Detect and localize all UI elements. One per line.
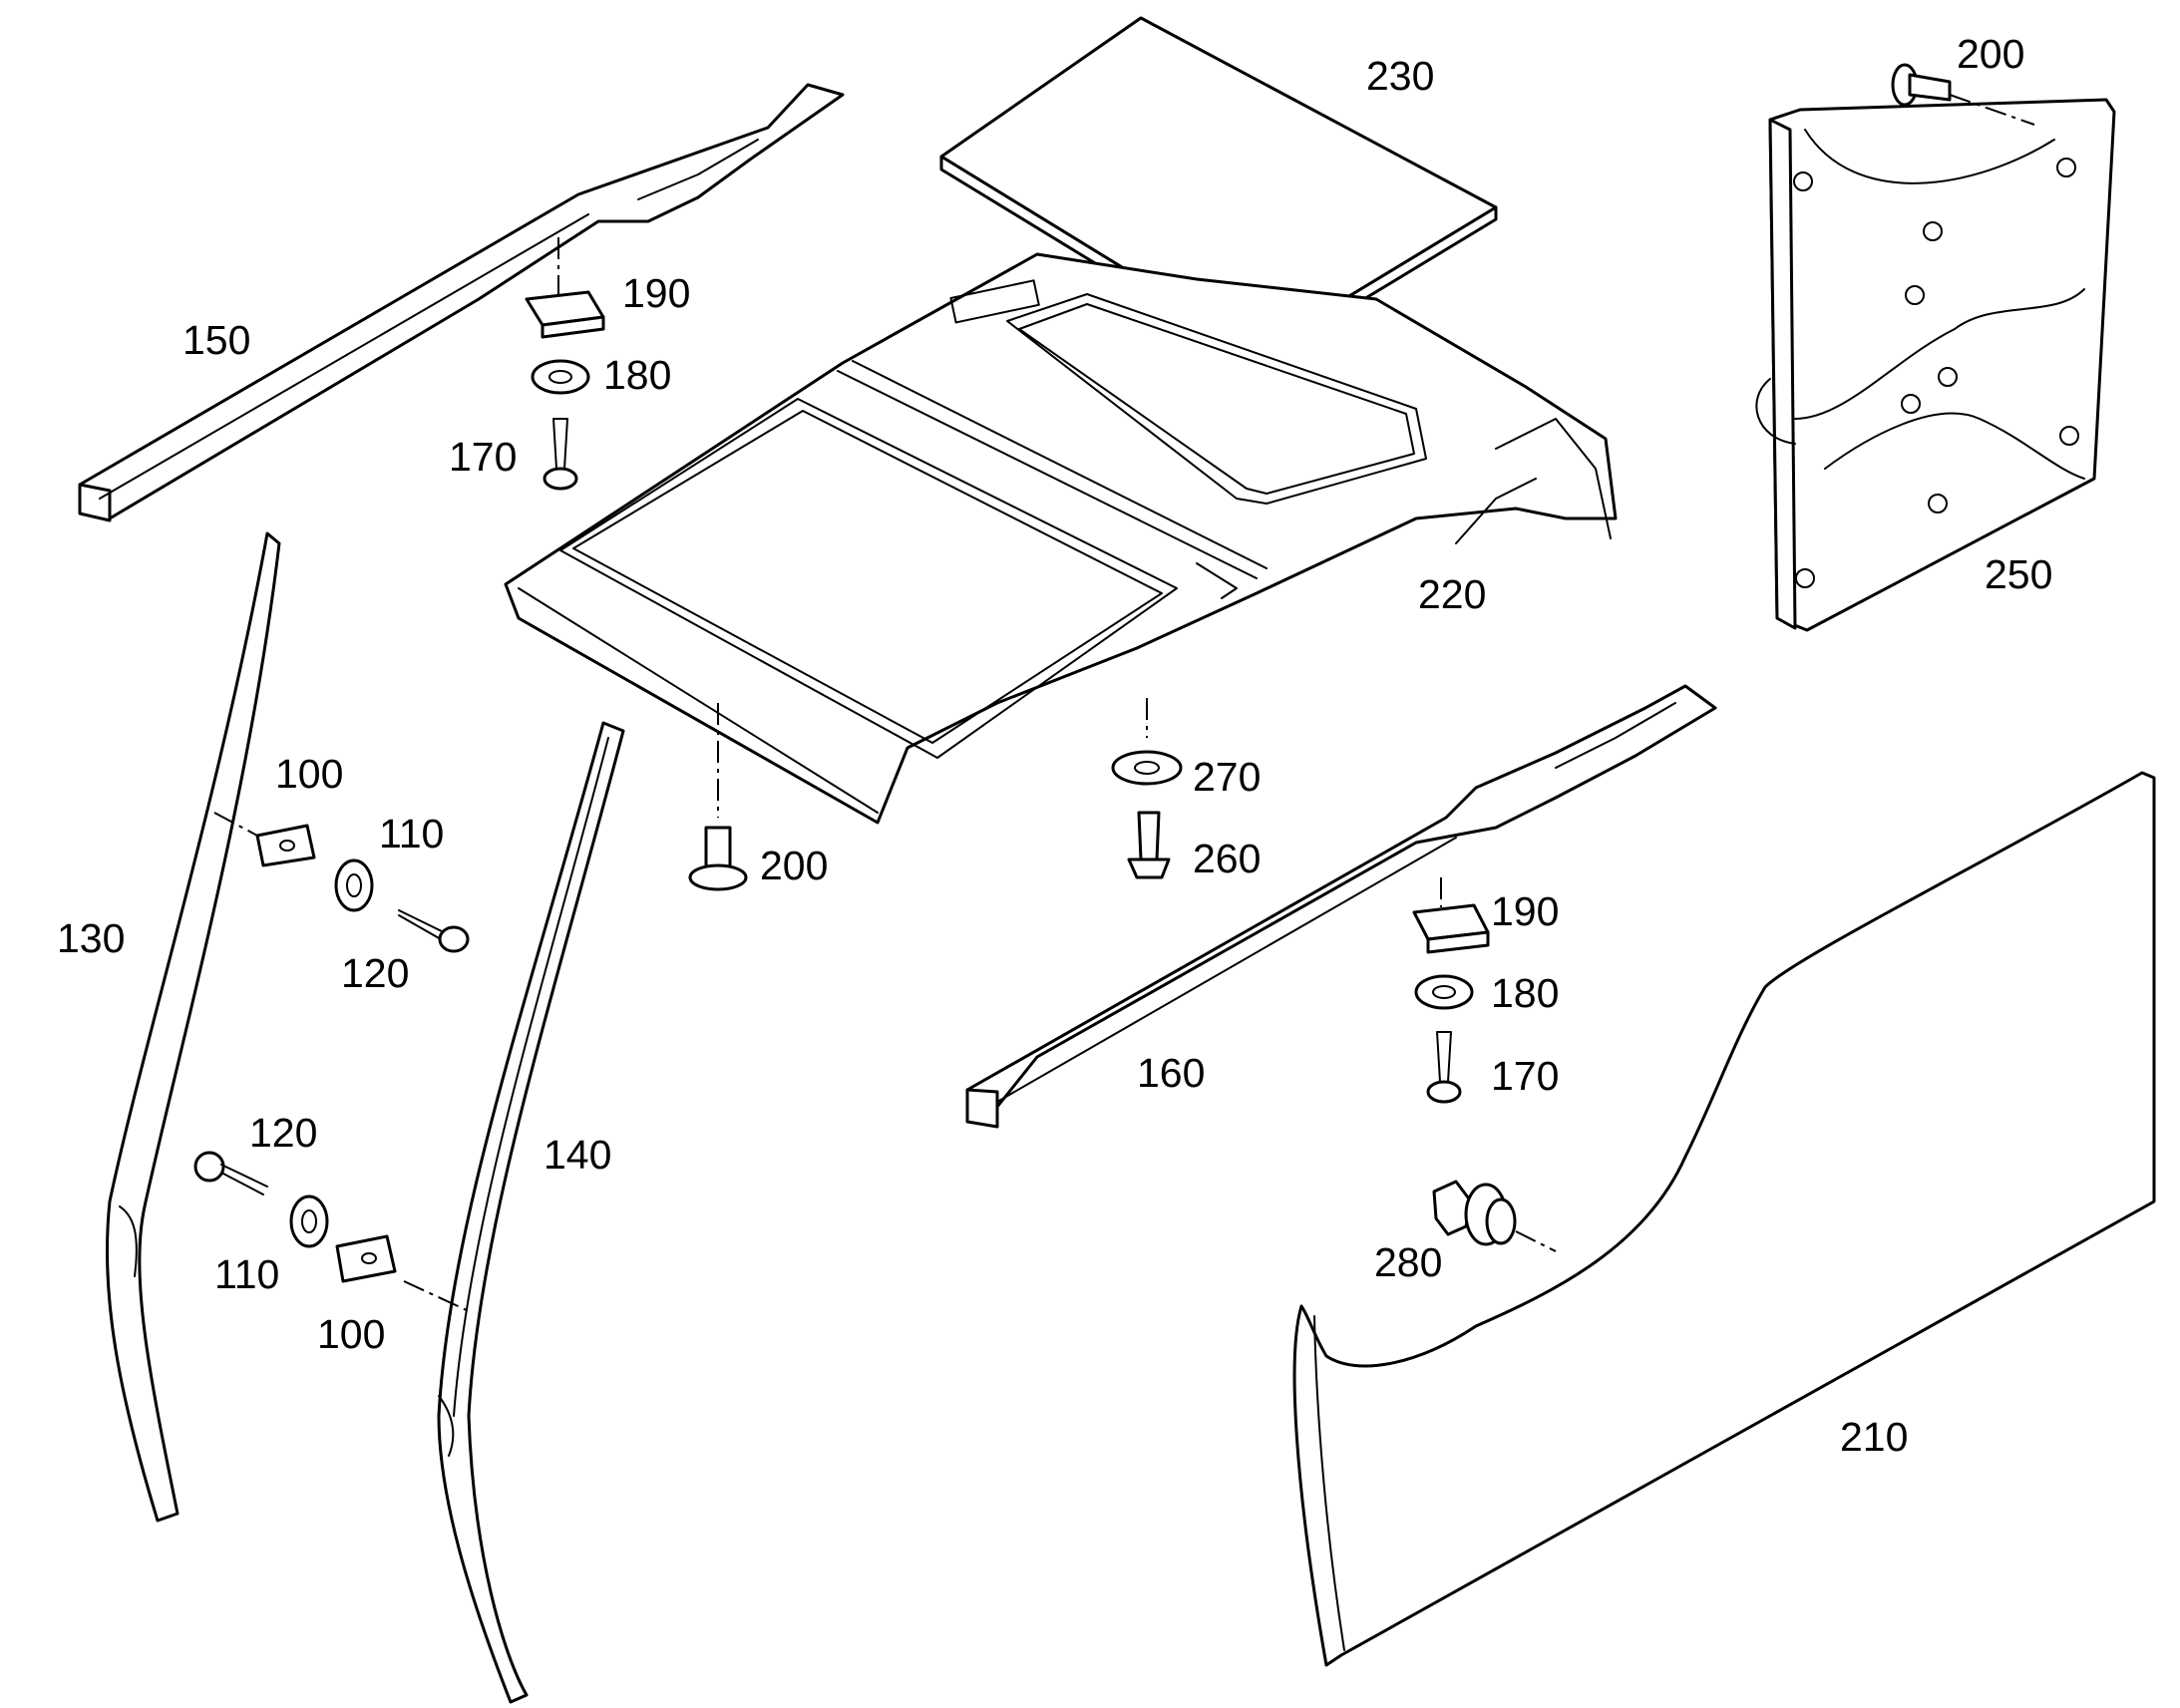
part-220-roof-liner — [504, 252, 1618, 825]
part-280-push-clip — [1432, 1180, 1557, 1252]
callout-270: 270 — [1193, 754, 1261, 800]
part-190-clip-top — [525, 290, 605, 339]
part-120-screw-upper — [398, 909, 470, 953]
callout-130: 130 — [57, 915, 125, 961]
callout-110-bottom: 110 — [214, 1251, 279, 1297]
part-140-pillar-trim — [437, 721, 625, 1704]
part-170-screw-bottom — [1426, 1031, 1462, 1104]
part-120-screw-lower — [193, 1151, 268, 1196]
callout-170-top: 170 — [449, 434, 517, 480]
part-170-screw-top — [543, 418, 578, 491]
callout-190-top: 190 — [622, 270, 690, 316]
part-160-roof-rail — [965, 684, 1717, 1129]
callout-230: 230 — [1366, 53, 1434, 99]
callout-160: 160 — [1137, 1050, 1205, 1096]
part-100-clip-lower — [335, 1234, 470, 1312]
callout-170-bottom: 170 — [1491, 1053, 1559, 1099]
part-260-bolt — [1127, 811, 1171, 879]
callout-180-top: 180 — [603, 352, 671, 398]
callout-120-bottom: 120 — [249, 1110, 317, 1156]
part-210-side-panel — [1292, 771, 2156, 1667]
callout-110-top: 110 — [379, 811, 444, 856]
part-100-clip-upper — [213, 812, 316, 867]
callout-210: 210 — [1840, 1414, 1908, 1460]
callout-150: 150 — [182, 317, 250, 363]
callout-100-bottom: 100 — [317, 1311, 385, 1357]
callout-260: 260 — [1193, 836, 1261, 881]
part-250-rear-panel — [1755, 98, 2116, 632]
part-200-stud-mid — [688, 703, 748, 891]
callout-200-top: 200 — [1957, 31, 2024, 77]
callout-200-mid: 200 — [760, 843, 828, 888]
callout-100-top: 100 — [275, 751, 343, 797]
callout-220: 220 — [1418, 571, 1486, 617]
callout-280: 280 — [1374, 1239, 1442, 1285]
part-180-washer-top — [531, 359, 590, 395]
callout-140: 140 — [544, 1132, 611, 1178]
part-190-clip-bottom — [1412, 877, 1490, 954]
part-200-stud-top — [1891, 63, 2035, 126]
callout-180-bottom: 180 — [1491, 970, 1559, 1016]
part-270-washer — [1111, 698, 1183, 786]
part-150-roof-rail — [78, 83, 845, 522]
callout-120-top: 120 — [341, 950, 409, 996]
callout-250: 250 — [1985, 551, 2052, 597]
part-130-pillar-trim — [105, 531, 281, 1523]
callout-190-bottom: 190 — [1491, 888, 1559, 934]
part-110-washer-lower — [289, 1195, 329, 1248]
part-110-washer-upper — [334, 858, 374, 912]
part-180-washer-bottom — [1414, 974, 1474, 1010]
